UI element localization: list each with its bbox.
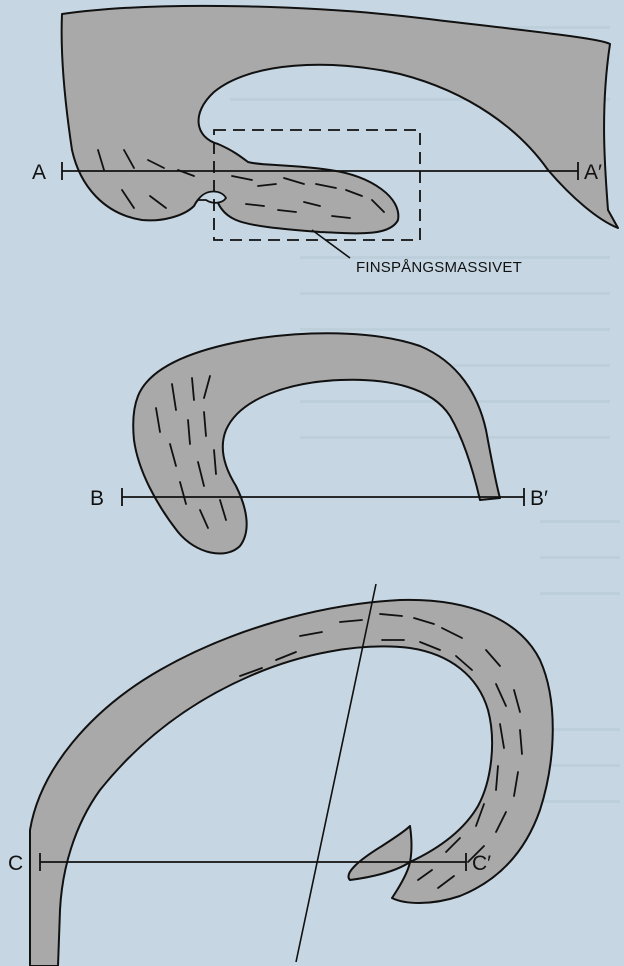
figure-c bbox=[30, 584, 553, 966]
label-c-prime: C′ bbox=[472, 852, 491, 875]
figure-b: B B′ bbox=[90, 333, 548, 553]
label-a: A bbox=[32, 161, 46, 184]
label-a-prime: A′ bbox=[584, 161, 602, 184]
callout-label: FINSPÅNGSMASSIVET bbox=[356, 259, 522, 276]
fold-b-shape bbox=[133, 333, 500, 553]
figure-a: A A′ FINSPÅNGSMASSIVET bbox=[32, 6, 618, 276]
label-c: C bbox=[8, 852, 23, 875]
label-b-prime: B′ bbox=[530, 487, 548, 510]
callout-leader bbox=[312, 230, 350, 258]
label-b: B bbox=[90, 487, 104, 510]
fold-a-shape bbox=[62, 6, 618, 233]
